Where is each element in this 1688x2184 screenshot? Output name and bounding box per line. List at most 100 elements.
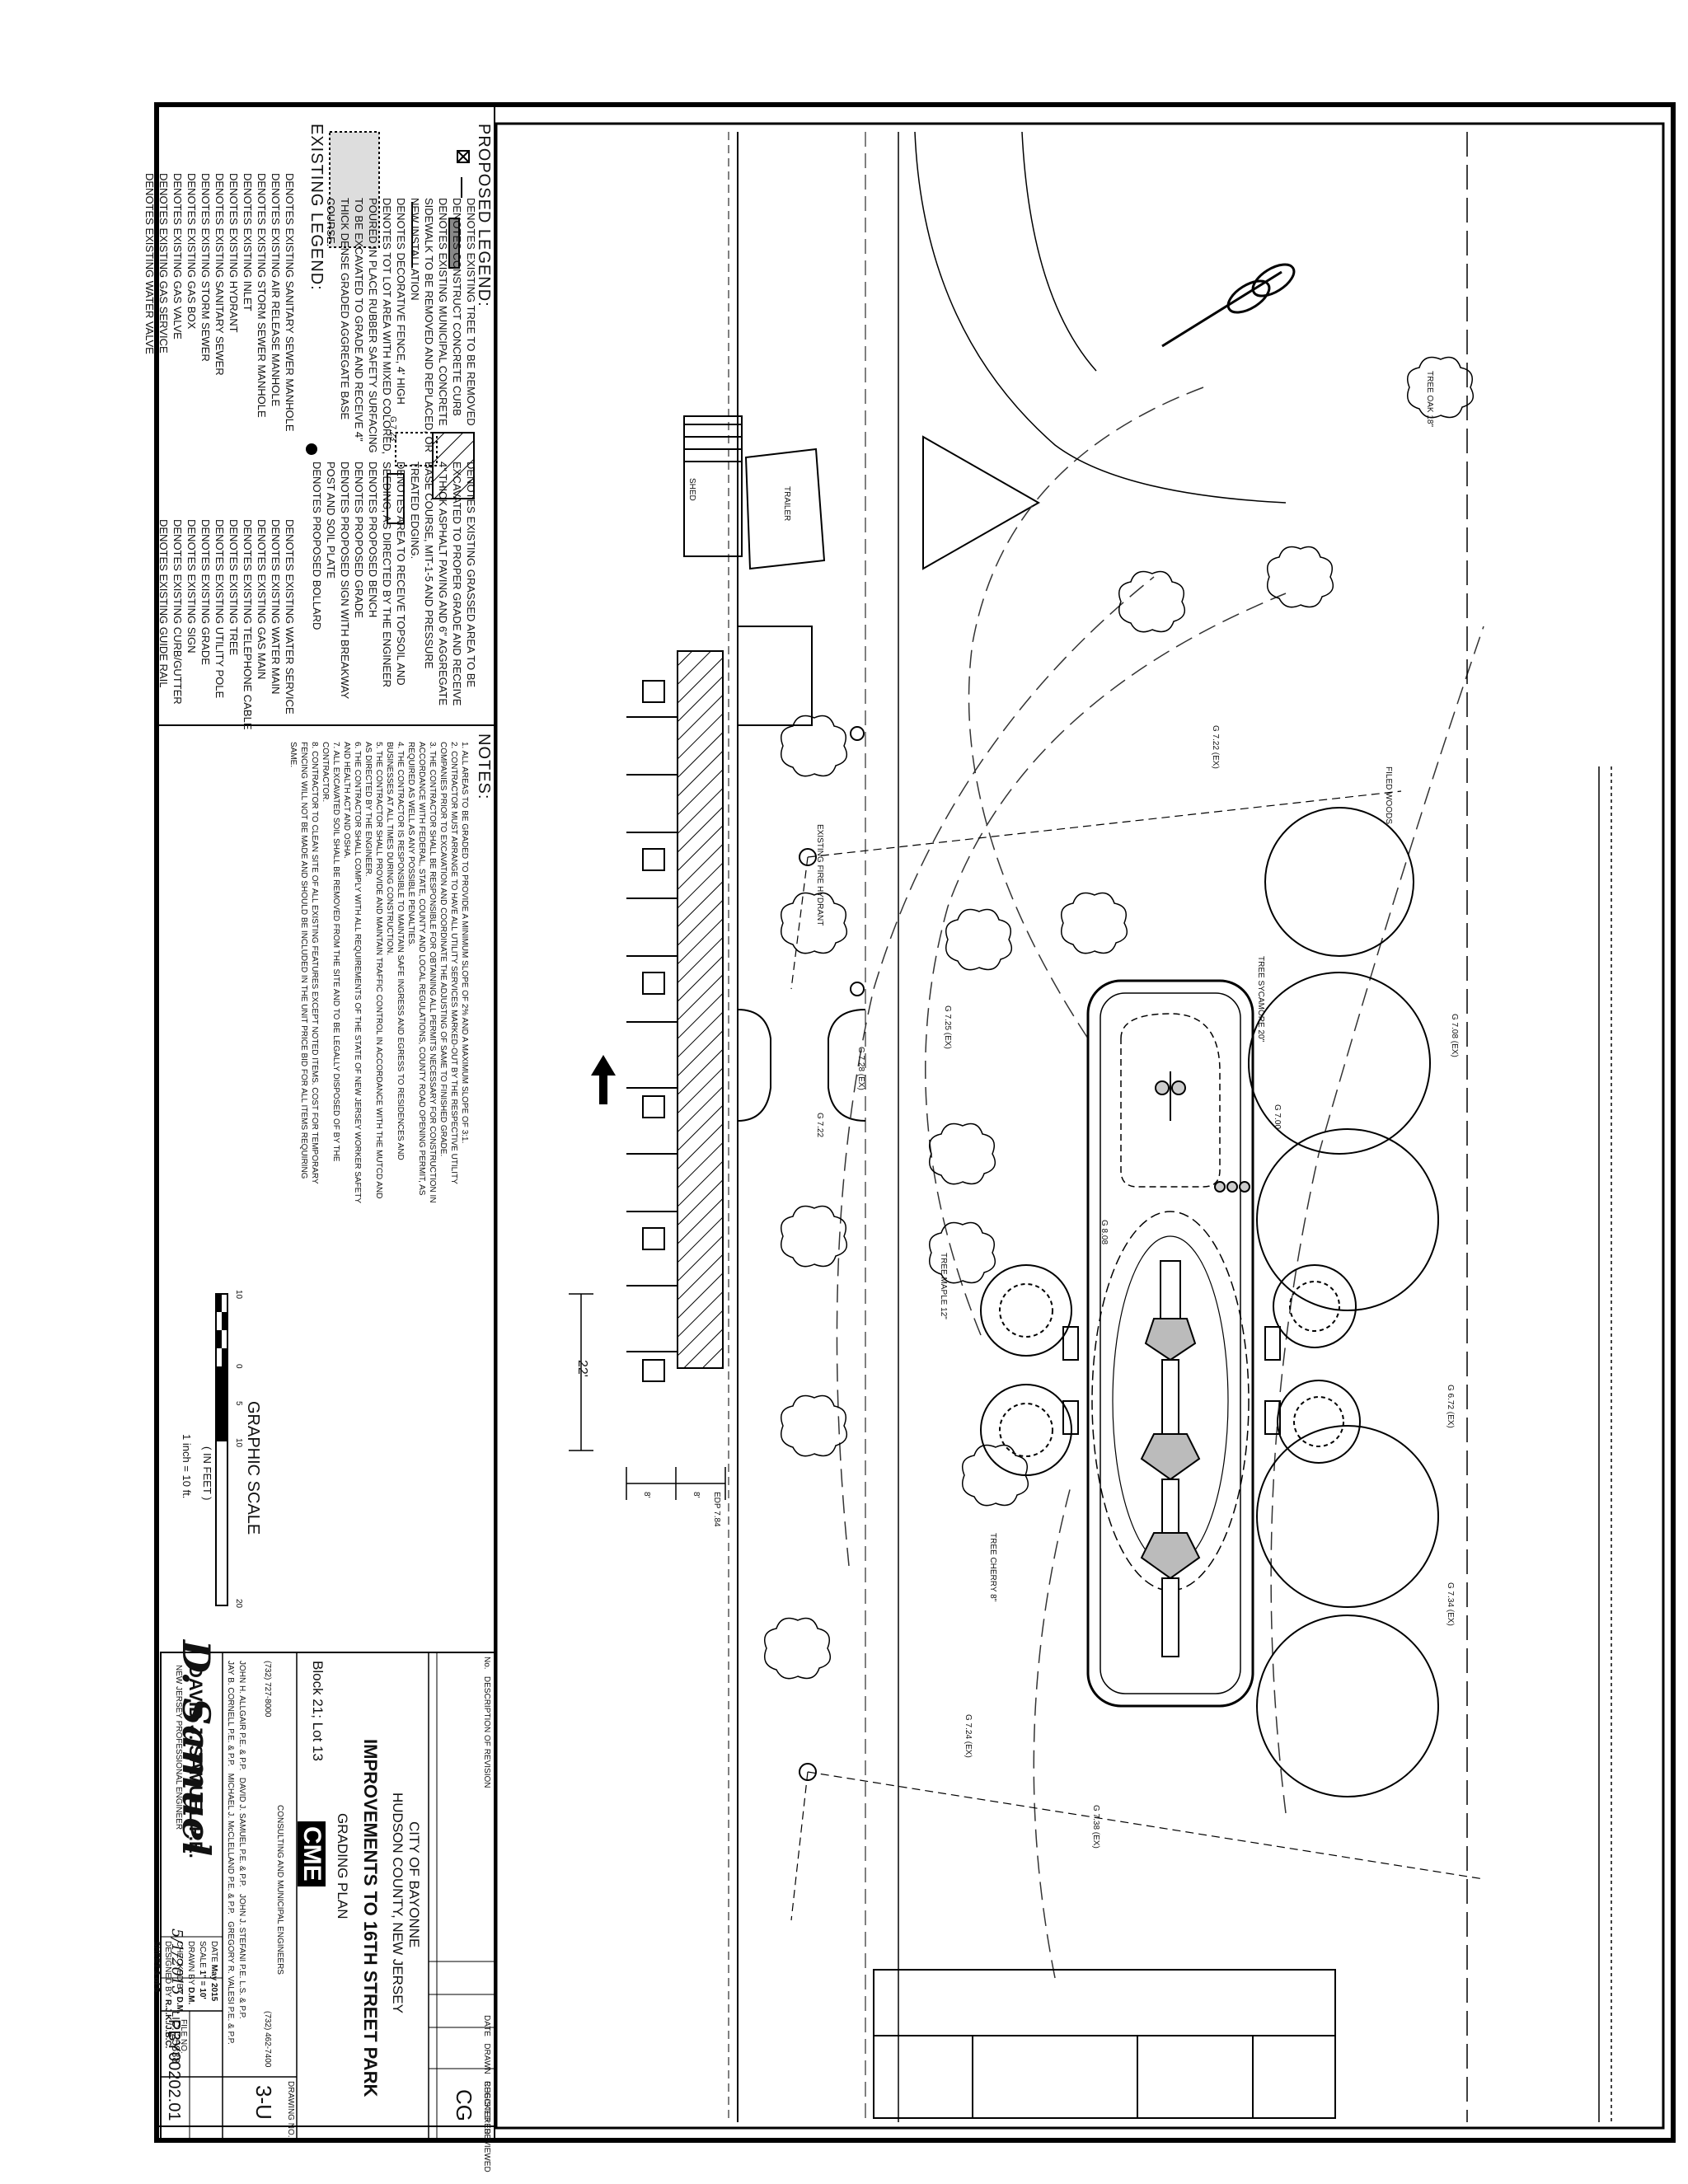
legend-item: DENOTES EXISTING HYDRANT (227, 173, 240, 333)
decorative-fence (1466, 132, 1612, 2122)
legend-item: DENOTES EXISTING GAS SERVICE (157, 173, 170, 354)
dimension-lines (569, 1293, 726, 1500)
legend-item: DENOTES EXISTING SANITARY SEWER (213, 173, 226, 376)
woods-label: FILED WOODS (1384, 766, 1393, 825)
plan-frame (495, 122, 1665, 2130)
tree-label: TREE SYCAMORE 20" (1256, 956, 1265, 1043)
structure-label: TRAILER (782, 486, 791, 522)
hydrant-icons (799, 726, 865, 1781)
legend-item: DENOTES EXISTING SIGN (185, 519, 198, 654)
notes-title: NOTES: (475, 733, 493, 800)
note-item: 1. ALL AREAS TO BE GRADED TO PROVIDE A M… (460, 742, 469, 1144)
legend-item: DENOTES EXISTING GRASSED AREA TO BE EXCA… (409, 462, 477, 706)
legend-item: DENOTES PROPOSED SIGN WITH BREAKWAY POST… (325, 462, 351, 699)
grade-label: G 7.22 (EX) (1211, 725, 1220, 769)
tree-label: TREE CHERRY 8" (988, 1533, 997, 1602)
dimension-22: 22' (575, 1360, 589, 1377)
scale-tick: 10 (234, 1290, 243, 1300)
note-item: 3. THE CONTRACTOR SHALL BE RESPONSIBLE F… (406, 742, 437, 1203)
legend-item: DENOTES AREA TO RECEIVE TOPSOIL AND SEED… (381, 462, 407, 688)
grade-label: G 7.34 (EX) (1446, 1582, 1455, 1626)
tree-label: TREE MAPLE 12" (939, 1253, 948, 1319)
legend-item: DENOTES EXISTING WATER MAIN (270, 519, 282, 695)
legend-item: DENOTES EXISTING GAS BOX (185, 173, 198, 330)
scale-tick: 20 (234, 1599, 243, 1609)
legend-item: DENOTES EXISTING WATER VALVE (143, 173, 156, 354)
graphic-scale-ratio: 1 inch = 10 ft. (181, 1434, 193, 1499)
legend-symbols (306, 131, 475, 524)
legend-item: DENOTES EXISTING TREE TO BE REMOVED (465, 198, 477, 426)
legend-item: DENOTES EXISTING TELEPHONE CABLE (241, 519, 254, 730)
registered-label: REGISTERED (482, 2081, 491, 2135)
grade-label: G 8.08 (1100, 1220, 1109, 1245)
accessible-parking-stalls (642, 680, 665, 1382)
firm-logo: CME (298, 1821, 326, 1886)
note-item: 2. CONTRACTOR MUST ARRANGE TO HAVE ALL U… (438, 742, 458, 1184)
north-arrow-icon (1161, 263, 1296, 348)
legend-item: DENOTES EXISTING INLET (241, 173, 254, 312)
driveway-apron (737, 1009, 866, 1122)
graphic-scale-bar (215, 1293, 228, 1606)
registered-value: CG (452, 2089, 476, 2121)
legend-item: DENOTES CONSTRUCT CONCRETE CURB (451, 198, 463, 416)
firm-name: CONSULTING AND MUNICIPAL ENGINEERS (275, 1805, 284, 1975)
legend-item: DENOTES EXISTING GUIDE RAIL (157, 519, 170, 688)
parking-stall-lines (626, 716, 678, 1352)
legend-item: DENOTES EXISTING GAS VALVE (171, 173, 184, 340)
signer-name: DAVID J. SAMUEL P.E. (185, 1665, 206, 1858)
city-name: CITY OF BAYONNE (406, 1821, 422, 1948)
firm-phone-left: (732) 727-8000 (263, 1661, 272, 1718)
note-item: 6. THE CONTRACTOR SHALL COMPLY WITH ALL … (342, 742, 362, 1203)
block-lot: Block 21; Lot 13 (310, 1661, 326, 1761)
grade-label: G 7.24 (EX) (964, 1714, 973, 1758)
existing-legend-left: DENOTES EXISTING SANITARY SEWER MANHOLE … (143, 173, 297, 432)
existing-utility-lines (790, 790, 1484, 1921)
grade-label: G 7.38 (EX) (1091, 1805, 1100, 1849)
county-name: HUDSON COUNTY, NEW JERSEY (390, 1793, 406, 2013)
legend-item: DENOTES TOT LOT AREA WITH MIXED COLORED,… (325, 198, 393, 455)
scale-tick: 5 (234, 1401, 243, 1406)
grade-label: G 7.22 (815, 1113, 824, 1138)
existing-curb-curve (914, 131, 1287, 504)
grade-label: G 7.28 (EX) (856, 1047, 865, 1090)
grade-label: G 7.00 (1273, 1104, 1282, 1130)
existing-structures (683, 415, 1041, 726)
signer-caption: NEW JERSEY PROFESSIONAL ENGINEER (174, 1665, 183, 1830)
dimension-8b: 8' (692, 1492, 701, 1498)
proposed-legend-right: DENOTES EXISTING GRASSED AREA TO BE EXCA… (310, 462, 478, 709)
sheet-title: GRADING PLAN (335, 1813, 350, 1919)
dimension-8a: 8' (642, 1492, 651, 1498)
proposed-tree-canopies (1248, 807, 1439, 1797)
graphic-scale-unit: ( IN FEET ) (201, 1446, 213, 1501)
playground-area (1086, 979, 1254, 1708)
existing-trees (764, 356, 1475, 1680)
scale-tick: 0 (234, 1364, 243, 1369)
legend-item: DENOTES EXISTING SANITARY SEWER MANHOLE (284, 173, 296, 432)
structure-label: SHED (687, 478, 696, 501)
file-no-value: PBY00202.01 (165, 2019, 183, 2121)
graphic-scale-title: GRAPHIC SCALE (244, 1401, 262, 1535)
drawing-no-value: 3-U (251, 2085, 276, 2120)
tree-planters (980, 1264, 1361, 1476)
swing-set (1155, 1071, 1250, 1193)
legend-item: DENOTES EXISTING WATER SERVICE (284, 519, 296, 715)
grade-label: G 6.72 (EX) (1446, 1385, 1455, 1428)
scale-tick: 10 (234, 1438, 243, 1448)
proposed-legend-left: DENOTES EXISTING TREE TO BE REMOVED DENO… (324, 198, 478, 470)
existing-building (873, 1969, 1336, 2119)
firm-phone-right: (732) 462-7400 (263, 2011, 272, 2068)
legend-item: DENOTES EXISTING STORM SEWER (199, 173, 212, 362)
tree-label: TREE OAK 18" (1425, 371, 1434, 428)
legend-item: DENOTES EXISTING CURB/GUTTER (171, 519, 184, 705)
flow-arrow-icon (591, 1055, 616, 1104)
hydrant-label: EXISTING FIRE HYDRANT (815, 824, 824, 926)
drawing-no-label: DRAWING NO. (286, 2081, 295, 2138)
parking-strip (677, 132, 899, 2122)
note-item: 4. THE CONTRACTOR IS RESPONSIBLE TO MAIN… (385, 742, 405, 1160)
legend-item: DENOTES PROPOSED BOLLARD (311, 462, 323, 630)
legend-item: DENOTES EXISTING GAS MAIN (256, 519, 268, 680)
title-block (160, 1652, 495, 2141)
project-title: IMPROVEMENTS TO 16TH STREET PARK (360, 1739, 381, 2097)
sheet-border (154, 102, 1676, 2143)
firm-engineers: JOHN H. ALLGAIR P.E. & P.P. DAVID J. SAM… (226, 1661, 246, 2045)
